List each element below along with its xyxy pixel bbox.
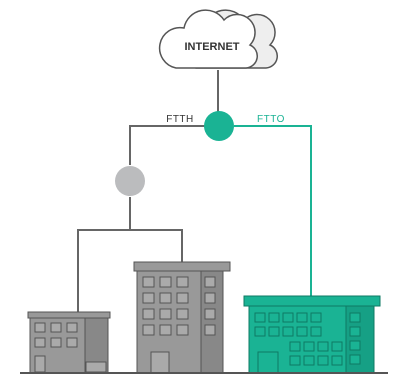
window: [349, 312, 361, 323]
small-residential-building: [27, 311, 111, 374]
window: [317, 355, 329, 366]
window: [310, 326, 322, 337]
main-splitter-node: [204, 111, 234, 141]
window: [66, 337, 78, 348]
window: [176, 324, 189, 336]
window: [331, 355, 343, 366]
tall-residential-building: [133, 261, 231, 374]
window: [349, 326, 361, 337]
window: [268, 326, 280, 337]
window: [296, 326, 308, 337]
ftth-connection-lines: [77, 70, 219, 312]
internet-cloud-icon: [158, 9, 278, 69]
office-building-teal: [243, 295, 381, 374]
window: [176, 308, 189, 320]
window: [66, 322, 78, 333]
window: [254, 326, 266, 337]
window: [142, 292, 155, 304]
internet-label: INTERNET: [185, 41, 240, 53]
window: [289, 341, 301, 352]
window: [204, 308, 216, 320]
window: [289, 355, 301, 366]
ftth-label: FTTH: [166, 114, 194, 125]
window: [159, 292, 172, 304]
ftth-splitter-node: [115, 166, 145, 196]
window: [268, 312, 280, 323]
window: [176, 292, 189, 304]
window: [34, 337, 46, 348]
window: [50, 337, 62, 348]
window: [34, 322, 46, 333]
window: [159, 276, 172, 288]
window: [296, 312, 308, 323]
window: [349, 340, 361, 351]
window: [204, 276, 216, 288]
window: [282, 312, 294, 323]
window: [142, 308, 155, 320]
ftto-label: FTTO: [257, 114, 285, 125]
window: [303, 341, 315, 352]
window: [317, 341, 329, 352]
window: [142, 276, 155, 288]
window: [204, 324, 216, 336]
ftto-connection-line: [234, 125, 312, 296]
window: [159, 324, 172, 336]
window: [254, 312, 266, 323]
window: [176, 276, 189, 288]
window: [50, 322, 62, 333]
window: [303, 355, 315, 366]
window: [310, 312, 322, 323]
window: [282, 326, 294, 337]
window: [159, 308, 172, 320]
window: [142, 324, 155, 336]
window: [349, 354, 361, 365]
window: [331, 341, 343, 352]
window: [204, 292, 216, 304]
